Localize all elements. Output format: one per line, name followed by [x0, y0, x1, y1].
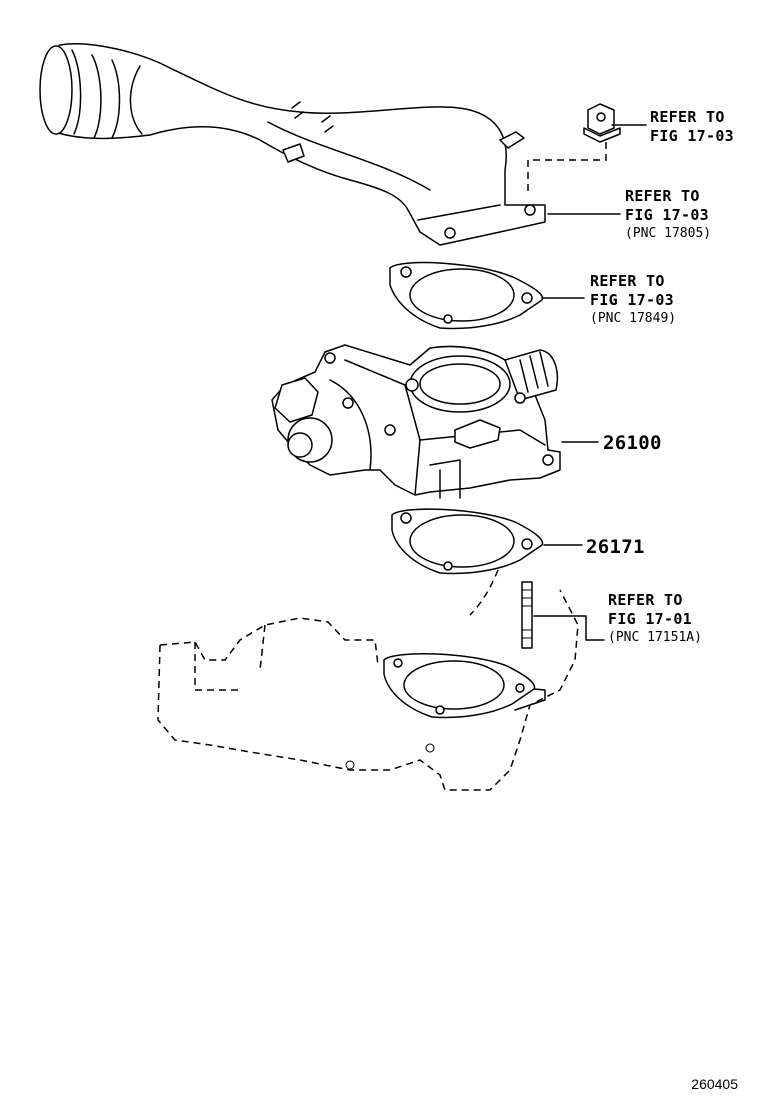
part-number-throttle-body[interactable]: 26100 [603, 432, 662, 454]
callout-upper-gasket-pnc: (PNC 17849) [590, 311, 677, 326]
part-number-lower-gasket[interactable]: 26171 [586, 536, 645, 558]
lower-gasket [391, 508, 544, 575]
figure-id: 260405 [691, 1076, 738, 1092]
callout-upper-gasket-line2: FIG 17-03 [590, 291, 674, 309]
callout-nut: REFER TO FIG 17-03 [650, 108, 734, 146]
callout-stud-pnc: (PNC 17151A) [608, 630, 702, 645]
callout-stud-line1: REFER TO [608, 591, 683, 609]
throttle-body [271, 344, 561, 499]
callout-hose-flange-line2: FIG 17-03 [625, 206, 709, 224]
callout-hose-flange: REFER TO FIG 17-03 (PNC 17805) [625, 187, 711, 243]
callout-nut-line1: REFER TO [650, 108, 725, 126]
callout-hose-flange-pnc: (PNC 17805) [625, 226, 712, 241]
callout-stud-line2: FIG 17-01 [608, 610, 692, 628]
intake-manifold [157, 569, 579, 791]
callout-nut-line2: FIG 17-03 [650, 127, 734, 145]
upper-gasket [389, 261, 544, 330]
flange-nut [583, 103, 621, 143]
callout-hose-flange-line1: REFER TO [625, 187, 700, 205]
intake-air-hose [39, 43, 546, 246]
stud-bolt [521, 581, 533, 649]
callout-stud: REFER TO FIG 17-01 (PNC 17151A) [608, 591, 702, 647]
callout-upper-gasket: REFER TO FIG 17-03 (PNC 17849) [590, 272, 676, 328]
callout-upper-gasket-line1: REFER TO [590, 272, 665, 290]
